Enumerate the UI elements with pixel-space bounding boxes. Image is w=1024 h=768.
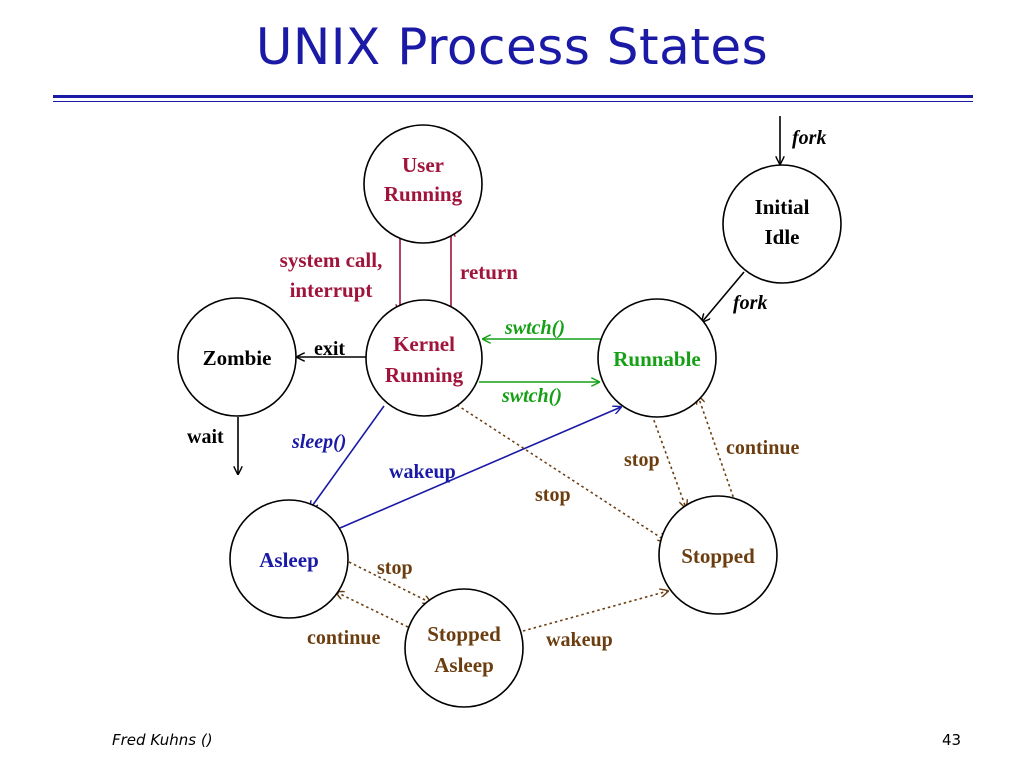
state-stopped-asleep-line1: Stopped	[427, 622, 501, 646]
page-number: 43	[942, 731, 962, 749]
state-initial-idle-line2: Idle	[764, 225, 799, 249]
wakeup-label: wakeup	[389, 461, 456, 483]
continue-asleep-label: continue	[307, 627, 380, 649]
state-asleep-label: Asleep	[259, 548, 319, 572]
state-initial-idle-line1: Initial	[755, 195, 810, 219]
stop-runnable-label: stop	[624, 449, 660, 471]
state-zombie: Zombie	[177, 297, 297, 417]
stop-asleep-arrow	[348, 561, 431, 603]
continue-asleep-arrow	[336, 592, 409, 628]
swtch-to-runnable-label: swtch()	[501, 385, 562, 407]
fork-label: fork	[733, 292, 767, 314]
sleep-label: sleep()	[291, 431, 346, 453]
swtch-to-kernel-label: swtch()	[504, 317, 565, 339]
state-kernel-running-line1: Kernel	[393, 332, 455, 356]
state-stopped-asleep: Stopped Asleep	[404, 588, 524, 708]
state-zombie-label: Zombie	[203, 346, 272, 370]
state-runnable-label: Runnable	[613, 347, 701, 371]
state-kernel-running-line2: Running	[385, 363, 464, 387]
exit-label: exit	[314, 338, 345, 360]
state-stopped: Stopped	[658, 495, 778, 615]
footer-author: Fred Kuhns ()	[112, 731, 213, 749]
edges	[238, 116, 780, 632]
state-runnable: Runnable	[597, 298, 717, 418]
system-call-label-line1: system call,	[280, 248, 383, 272]
stop-runnable-arrow	[651, 414, 686, 508]
system-call-label-line2: interrupt	[290, 278, 373, 302]
sleep-arrow	[310, 405, 385, 509]
state-user-running-line1: User	[402, 153, 444, 177]
continue-stopped-arrow	[698, 396, 736, 503]
stop-asleep-label: stop	[377, 557, 413, 579]
continue-stopped-label: continue	[726, 437, 799, 459]
return-label: return	[460, 260, 518, 284]
transition-labels: fork fork system call, interrupt return …	[187, 127, 826, 651]
wakeup-arrow	[339, 407, 621, 529]
wait-label: wait	[187, 426, 224, 448]
state-stopped-label: Stopped	[681, 544, 755, 568]
state-stopped-asleep-line2: Asleep	[434, 653, 494, 677]
state-user-running: User Running	[363, 124, 483, 244]
title-rule-thick	[53, 95, 973, 98]
wakeup-stopped-asleep-arrow	[522, 591, 668, 632]
state-asleep: Asleep	[229, 499, 349, 619]
state-kernel-running: Kernel Running	[365, 299, 483, 417]
slide-title: UNIX Process States	[255, 18, 769, 76]
stop-kernel-label: stop	[535, 484, 571, 506]
wakeup-stopped-asleep-label: wakeup	[546, 629, 613, 651]
fork-arrow	[702, 271, 745, 322]
fork-in-label: fork	[792, 127, 826, 149]
title-rule-thin	[53, 101, 973, 102]
state-initial-idle: Initial Idle	[722, 164, 842, 284]
state-user-running-line2: Running	[384, 182, 463, 206]
stop-kernel-arrow	[456, 404, 666, 541]
